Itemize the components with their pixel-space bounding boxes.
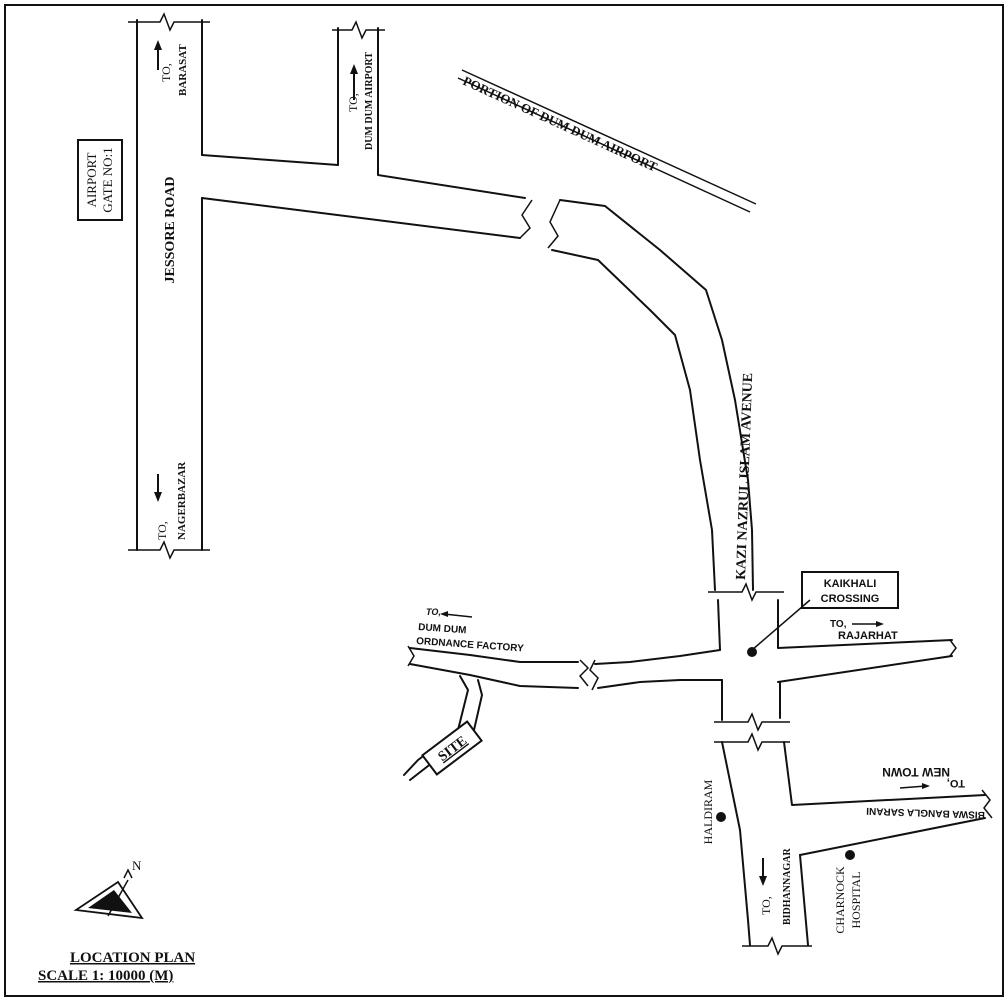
kaikhali-line1: KAIKHALI [824, 578, 877, 590]
kaikhali-point [747, 647, 757, 657]
barasat-label: BARASAT [177, 44, 189, 96]
plan-title: LOCATION PLAN [70, 950, 195, 966]
to-rajarhat: TO, RAJARHAT [830, 619, 898, 642]
haldiram-marker: HALDIRAM [701, 779, 726, 844]
to-ordnance-factory: TO, DUM DUM ORDNANCE FACTORY [416, 607, 525, 655]
ordnance-line1: DUM DUM [418, 622, 467, 636]
dumdum-airport-label: DUM DUM AIRPORT [364, 52, 375, 150]
kazi-nazrul-label: KAZI NAZRUL ISLAM AVENUE [734, 373, 756, 580]
newtown-to: TO, [947, 777, 965, 789]
airport-gate-line1: AIRPORT [84, 153, 99, 208]
rajarhat-to: TO, [830, 619, 847, 630]
to-new-town: TO, NEW TOWN [882, 765, 965, 789]
airport-portion-band: PORTION OF DUM DUM AIRPORT [457, 69, 757, 213]
arrow-left-icon [443, 613, 473, 618]
dumdum-airport-to: TO, [346, 93, 360, 112]
nagerbazar-to: TO, [155, 521, 169, 540]
charnock-line1: CHARNOCK [833, 866, 847, 934]
charnock-hospital-marker: CHARNOCK HOSPITAL [833, 850, 863, 934]
ordnance-to: TO, [426, 607, 441, 617]
page-border [4, 4, 1004, 997]
haldiram-label: HALDIRAM [701, 779, 715, 844]
north-arrow-icon: N [73, 858, 144, 920]
airport-gate-box: AIRPORT GATE NO:1 [77, 139, 123, 221]
jessore-road-label: JESSORE ROAD [163, 177, 178, 284]
rajarhat-label: RAJARHAT [838, 630, 898, 642]
plan-scale: SCALE 1: 10000 (M) [38, 968, 173, 984]
to-bidhannagar: TO, BIDHANNAGAR [759, 848, 793, 925]
north-label: N [132, 858, 142, 873]
barasat-to: TO, [159, 63, 173, 82]
bidhannagar-label: BIDHANNAGAR [782, 848, 793, 925]
ordnance-line2: ORDNANCE FACTORY [416, 636, 525, 655]
airport-portion-label: PORTION OF DUM DUM AIRPORT [461, 73, 660, 175]
airport-road [201, 20, 526, 199]
bidhannagar-to: TO, [759, 896, 773, 915]
south-road [721, 741, 993, 956]
airport-gate-line2: GATE NO:1 [100, 147, 115, 212]
biswa-bangla-label: BISWA BANGLA SARANI [866, 805, 985, 820]
to-barasat: TO, BARASAT [154, 40, 189, 96]
jessore-road [128, 12, 210, 560]
kaikhali-crossing-area [407, 582, 957, 752]
kaikhali-crossing-callout: KAIKHALI CROSSING [747, 571, 899, 657]
to-nagerbazar: TO, NAGERBAZAR [154, 461, 188, 540]
nagerbazar-label: NAGERBAZAR [176, 461, 188, 540]
charnock-line2: HOSPITAL [849, 871, 863, 928]
to-dumdum-airport: TO, DUM DUM AIRPORT [346, 52, 375, 150]
site-marker: SITE [421, 720, 483, 776]
connector-road [201, 197, 754, 591]
arrow-right-icon [899, 785, 927, 789]
kaikhali-line2: CROSSING [821, 593, 880, 605]
plan-title-block: LOCATION PLAN SCALE 1: 10000 (M) [38, 950, 195, 984]
newtown-label: NEW TOWN [882, 765, 950, 779]
